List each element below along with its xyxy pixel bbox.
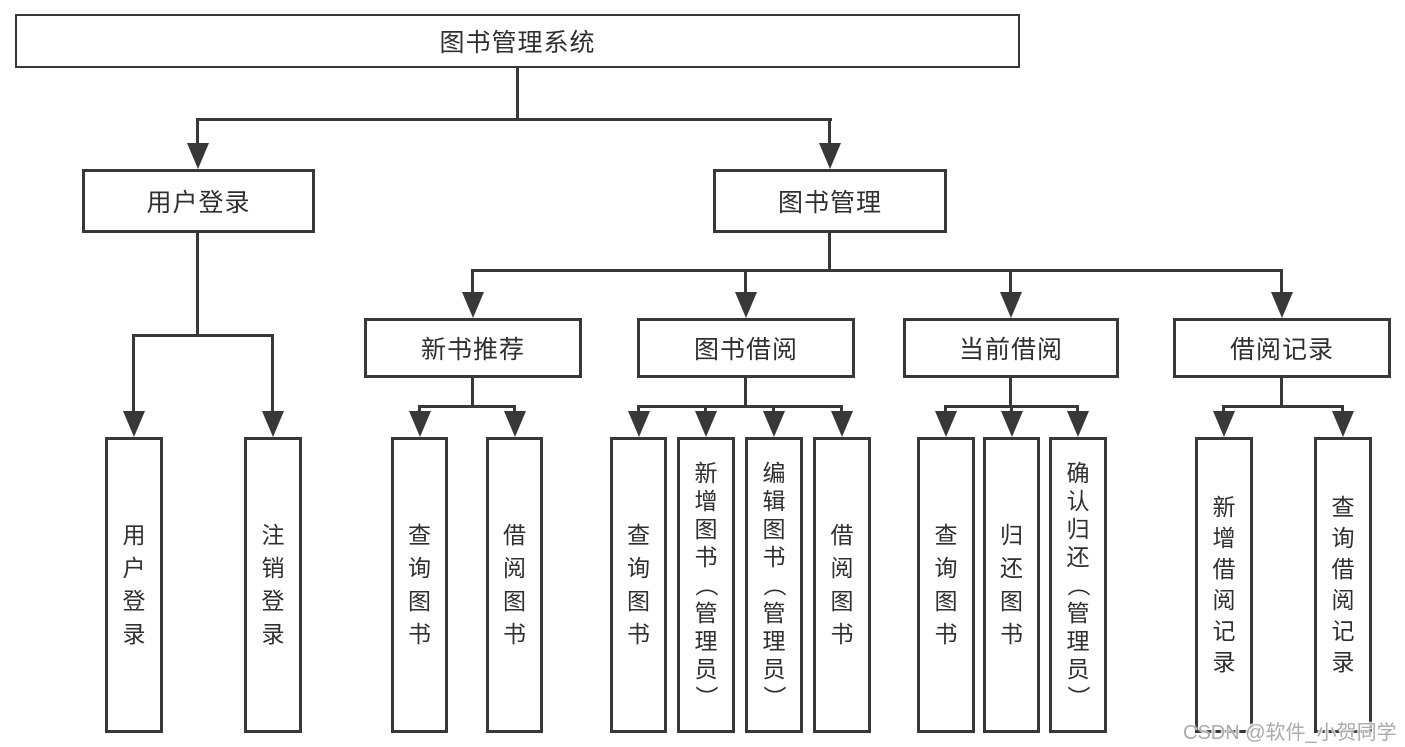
leaf-logout: 注销登录 xyxy=(244,437,302,733)
connector-book-mgmt-stub xyxy=(828,233,831,272)
connector-stem xyxy=(1010,405,1013,415)
connector-stem xyxy=(1222,405,1225,415)
connector-stem xyxy=(944,405,947,415)
leaf-edit-book-admin: 编辑图书（管理员） xyxy=(745,437,803,733)
watermark: CSDN @软件_小贺同学 xyxy=(1183,722,1397,744)
connector-book-borrow-rail xyxy=(637,405,843,408)
leaf-query-book-1: 查询图书 xyxy=(391,437,448,733)
connector-stem xyxy=(704,405,707,415)
leaf-return-book: 归还图书 xyxy=(983,437,1040,733)
arrow-down-icon xyxy=(1332,411,1354,437)
arrow-down-icon xyxy=(187,143,209,169)
arrow-down-icon xyxy=(123,411,145,437)
arrow-down-icon xyxy=(1001,411,1023,437)
node-borrow-record-label: 借阅记录 xyxy=(1229,336,1334,364)
leaf-add-borrow-record: 新增借阅记录 xyxy=(1195,437,1253,733)
node-user-login: 用户登录 xyxy=(82,169,315,233)
node-current-borrow: 当前借阅 xyxy=(903,318,1119,378)
node-book-management-label: 图书管理 xyxy=(777,189,882,217)
leaf-edit-book-admin-label: 编辑图书（管理员） xyxy=(761,460,787,709)
connector-stem xyxy=(1009,269,1012,296)
connector-user-login-stub xyxy=(196,233,199,337)
node-new-book-recommend: 新书推荐 xyxy=(364,318,582,378)
leaf-logout-label: 注销登录 xyxy=(261,522,285,647)
connector-stem xyxy=(1076,405,1079,415)
connector-book-borrow-stub xyxy=(744,378,747,408)
connector-current-borrow-stub xyxy=(1009,378,1012,408)
leaf-user-login-label: 用户登录 xyxy=(122,522,146,647)
arrow-down-icon xyxy=(831,411,853,437)
arrow-down-icon xyxy=(504,411,526,437)
leaf-borrow-book-2: 借阅图书 xyxy=(813,437,871,733)
connector-stem xyxy=(513,405,516,415)
connector-stem xyxy=(772,405,775,415)
arrow-down-icon xyxy=(1067,411,1089,437)
connector-stem xyxy=(828,118,831,147)
arrow-down-icon xyxy=(462,292,484,318)
leaf-user-login: 用户登录 xyxy=(105,437,163,733)
leaf-borrow-book-2-label: 借阅图书 xyxy=(830,522,854,647)
connector-user-login-rail xyxy=(132,334,274,337)
arrow-down-icon xyxy=(819,143,841,169)
arrow-down-icon xyxy=(409,411,431,437)
leaf-query-book-3: 查询图书 xyxy=(917,437,975,733)
connector-stem xyxy=(271,334,274,415)
connector-borrow-record-stub xyxy=(1280,378,1283,408)
node-user-login-label: 用户登录 xyxy=(146,189,251,217)
arrow-down-icon xyxy=(695,411,717,437)
leaf-confirm-return-admin-label: 确认归还（管理员） xyxy=(1065,460,1091,709)
leaf-confirm-return-admin: 确认归还（管理员） xyxy=(1049,437,1107,733)
connector-new-book-rail xyxy=(418,405,516,408)
connector-root-stub xyxy=(516,68,519,120)
connector-stem xyxy=(744,269,747,296)
leaf-query-book-2: 查询图书 xyxy=(610,437,667,733)
arrow-down-icon xyxy=(1213,411,1235,437)
leaf-query-book-1-label: 查询图书 xyxy=(408,522,431,647)
node-root-label: 图书管理系统 xyxy=(439,29,596,57)
node-book-management: 图书管理 xyxy=(713,169,947,233)
leaf-query-book-3-label: 查询图书 xyxy=(934,522,958,647)
leaf-borrow-book-1-label: 借阅图书 xyxy=(503,522,526,647)
connector-stem xyxy=(1280,269,1283,296)
arrow-down-icon xyxy=(1271,292,1293,318)
arrow-down-icon xyxy=(763,411,785,437)
connector-stem xyxy=(840,405,843,415)
leaf-add-book-admin-label: 新增图书（管理员） xyxy=(693,460,719,709)
leaf-query-borrow-record-label: 查询借阅记录 xyxy=(1331,494,1355,675)
connector-stem xyxy=(418,405,421,415)
connector-borrow-record-rail xyxy=(1222,405,1344,408)
connector-new-book-stub xyxy=(471,378,474,408)
leaf-borrow-book-1: 借阅图书 xyxy=(486,437,543,733)
node-new-book-recommend-label: 新书推荐 xyxy=(420,336,525,364)
connector-book-mgmt-rail xyxy=(471,269,1283,272)
connector-stem xyxy=(1341,405,1344,415)
connector-stem xyxy=(132,334,135,415)
node-book-borrow-label: 图书借阅 xyxy=(693,336,798,364)
connector-stem xyxy=(196,118,199,147)
node-current-borrow-label: 当前借阅 xyxy=(958,336,1063,364)
connector-root-rail xyxy=(196,118,832,121)
arrow-down-icon xyxy=(735,292,757,318)
arrow-down-icon xyxy=(935,411,957,437)
arrow-down-icon xyxy=(262,411,284,437)
leaf-query-book-2-label: 查询图书 xyxy=(627,522,650,647)
leaf-add-borrow-record-label: 新增借阅记录 xyxy=(1212,494,1236,675)
leaf-query-borrow-record: 查询借阅记录 xyxy=(1314,437,1372,733)
connector-stem xyxy=(637,405,640,415)
leaf-add-book-admin: 新增图书（管理员） xyxy=(677,437,735,733)
connector-stem xyxy=(471,269,474,296)
node-root: 图书管理系统 xyxy=(15,14,1020,68)
leaf-return-book-label: 归还图书 xyxy=(1000,522,1023,647)
node-borrow-record: 借阅记录 xyxy=(1173,318,1391,378)
arrow-down-icon xyxy=(1000,292,1022,318)
node-book-borrow: 图书借阅 xyxy=(637,318,855,378)
arrow-down-icon xyxy=(628,411,650,437)
